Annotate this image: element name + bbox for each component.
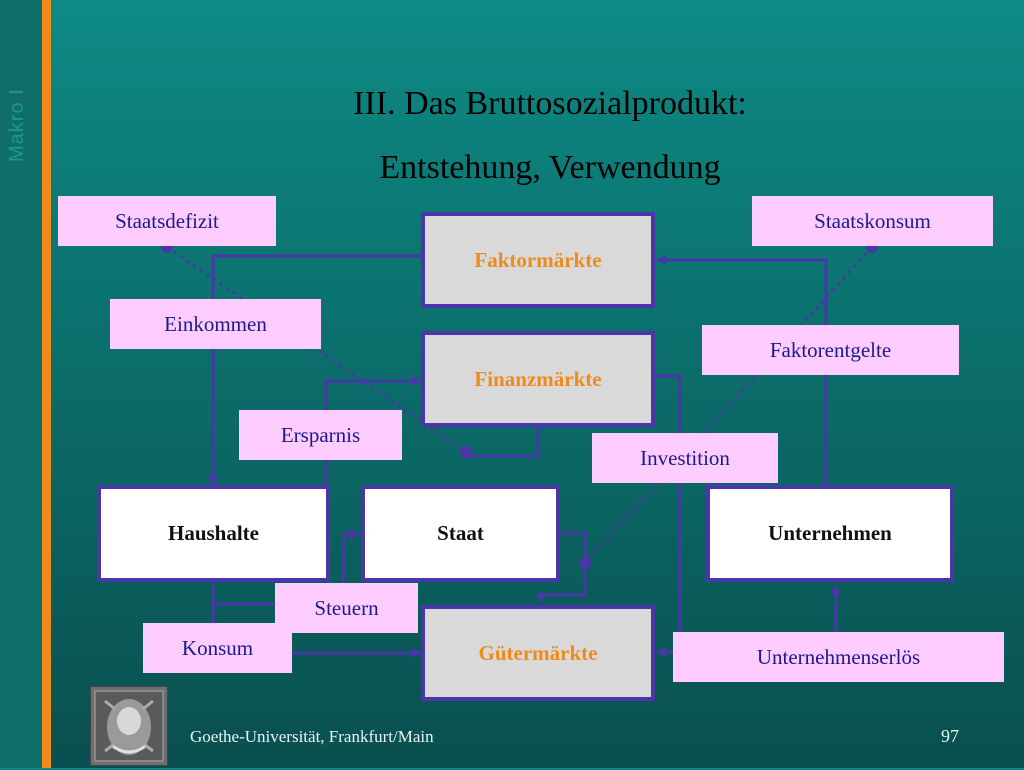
label-staatsdefizit: Staatsdefizit: [58, 196, 276, 246]
orange-accent-stripe: [42, 0, 51, 768]
unternehmen-text: Unternehmen: [768, 521, 892, 545]
box-haushalte: Haushalte: [97, 485, 330, 582]
flow-staatskonsum: [536, 531, 587, 603]
box-unternehmen: Unternehmen: [706, 485, 954, 582]
box-guetermaerkte: Gütermärkte: [421, 605, 655, 701]
faktormaerkte-text: Faktormärkte: [474, 247, 602, 272]
box-faktormaerkte: Faktormärkte: [421, 212, 655, 308]
label-ersparnis: Ersparnis: [239, 410, 402, 460]
label-steuern: Steuern: [275, 583, 418, 633]
guetermaerkte-text: Gütermärkte: [478, 640, 598, 665]
label-staatskonsum: Staatskonsum: [752, 196, 993, 246]
flow-einkommen: [208, 254, 424, 486]
university-seal-image: [90, 686, 168, 766]
title-line-1: III. Das Bruttosozialprodukt:: [353, 85, 747, 122]
page-number: 97: [941, 726, 959, 746]
finanzmaerkte-text: Finanzmärkte: [474, 366, 602, 391]
slide-title: III. Das Bruttosozialprodukt: Entstehung…: [300, 72, 800, 200]
flow-investition: [654, 374, 682, 657]
label-faktorentgelte: Faktorentgelte: [702, 325, 959, 375]
label-konsum: Konsum: [143, 623, 292, 673]
label-unternehmenserloes: Unternehmenserlös: [673, 632, 1004, 682]
label-investition: Investition: [592, 433, 778, 483]
staat-text: Staat: [437, 521, 484, 545]
box-finanzmaerkte: Finanzmärkte: [421, 331, 655, 427]
box-staat: Staat: [361, 485, 560, 582]
haushalte-text: Haushalte: [167, 521, 259, 545]
title-line-2: Entstehung, Verwendung: [379, 149, 721, 186]
label-einkommen: Einkommen: [110, 299, 321, 349]
left-stripe: [0, 0, 42, 768]
flow-finanz-staat: [461, 428, 540, 458]
flow-faktorentgelte: [656, 255, 828, 488]
footer-university: Goethe-Universität, Frankfurt/Main: [190, 727, 434, 746]
